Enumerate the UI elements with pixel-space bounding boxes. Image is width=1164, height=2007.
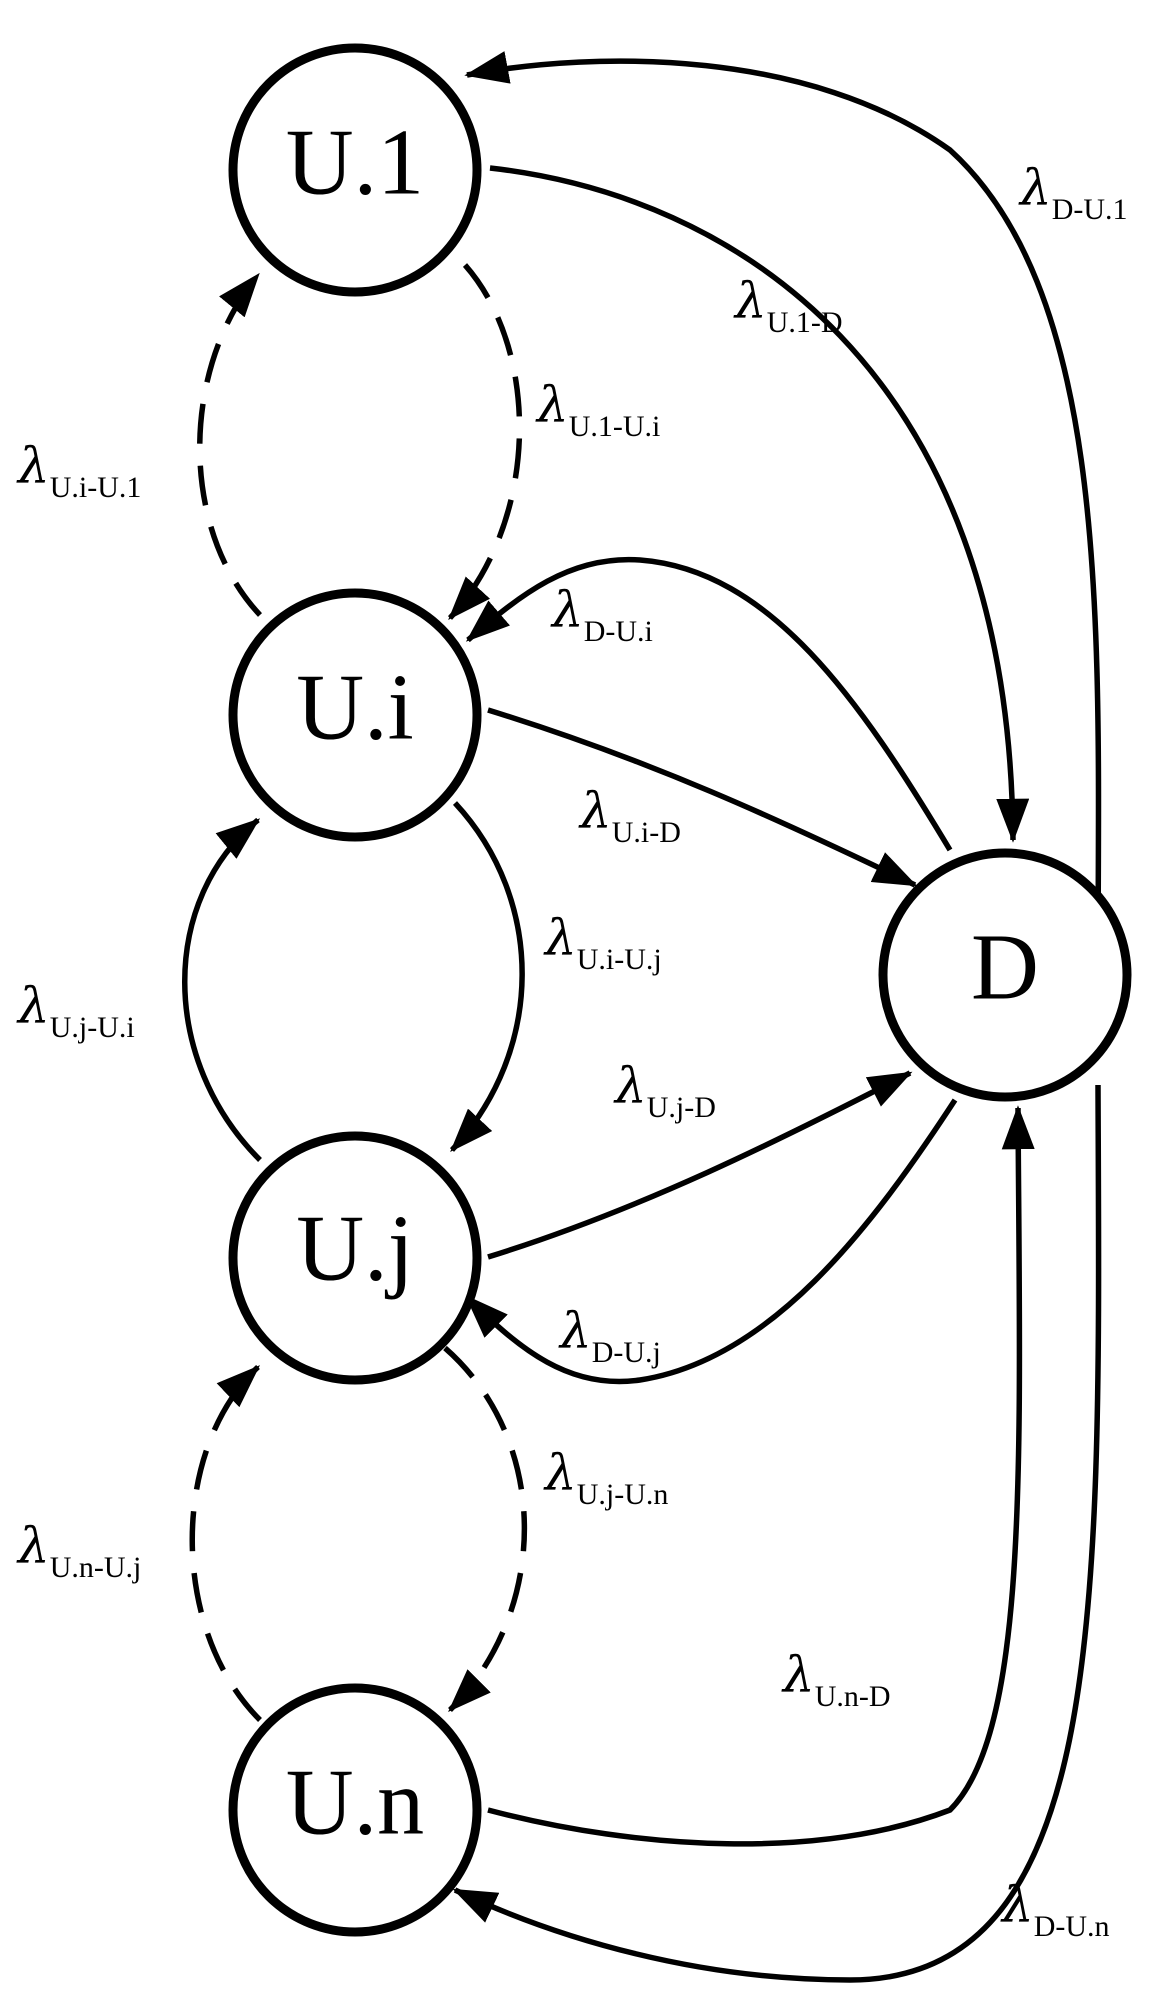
node-ui: U.i [228, 588, 482, 842]
rate-label-d-uj: λD-U.j [558, 1302, 661, 1369]
edge-u1-to-ui [447, 263, 523, 621]
edge-uj-to-ui [182, 817, 262, 1162]
edge-uj-to-un [443, 1345, 528, 1712]
node-d: D [878, 848, 1132, 1102]
rate-label-ui-d: λU.i-D [578, 782, 681, 849]
node-un-label: U.n [286, 1751, 424, 1855]
rate-label-ui-u1: λU.i-U.1 [16, 437, 141, 504]
edge-ui-to-uj [449, 801, 525, 1153]
rate-label-u1-ui: λU.1-U.i [535, 376, 660, 443]
rate-label-u1-d: λU.1-D [733, 272, 843, 339]
node-u1-label: U.1 [286, 111, 424, 215]
edge-ui-to-u1 [197, 272, 263, 617]
node-uj: U.j [228, 1131, 482, 1385]
rate-label-ui-uj: λU.i-U.j [543, 909, 662, 976]
node-u1: U.1 [228, 43, 482, 297]
rate-labels: λD-U.1 λU.1-D λU.1-U.i λU.i-U.1 λD-U.i λ… [16, 159, 1128, 1943]
rate-label-uj-ui: λU.j-U.i [16, 977, 135, 1044]
edge-d-to-u1 [464, 51, 1102, 976]
edges [182, 51, 1102, 1983]
node-d-label: D [971, 916, 1039, 1020]
rate-label-d-ui: λD-U.i [550, 581, 653, 648]
rate-label-d-un: λD-U.n [1000, 1876, 1110, 1943]
rate-label-uj-un: λU.j-U.n [543, 1444, 668, 1511]
node-ui-label: U.i [296, 656, 414, 760]
rate-label-un-uj: λU.n-U.j [16, 1517, 141, 1584]
edge-ui-to-d [487, 707, 918, 888]
rate-label-d-u1: λD-U.1 [1018, 159, 1128, 226]
rate-label-un-d: λU.n-D [781, 1646, 891, 1713]
rate-label-uj-d: λU.j-D [613, 1057, 716, 1124]
edge-un-to-uj [189, 1365, 262, 1722]
edge-un-to-d [487, 1105, 1035, 1847]
node-uj-label: U.j [296, 1197, 414, 1301]
node-un: U.n [228, 1683, 482, 1937]
edge-uj-to-d [487, 1070, 913, 1260]
edge-d-to-uj [465, 1098, 958, 1385]
edge-d-to-ui [465, 556, 953, 852]
edge-d-to-un [452, 1084, 1102, 1983]
edge-u1-to-d [489, 165, 1030, 843]
